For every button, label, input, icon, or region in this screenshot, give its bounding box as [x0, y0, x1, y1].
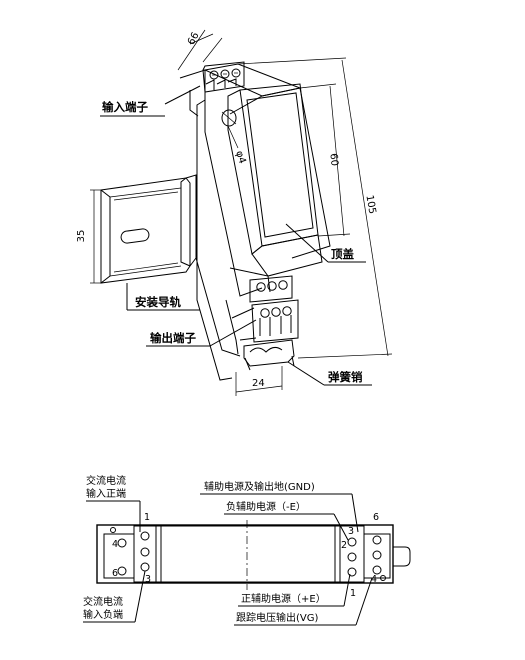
dim-60: 60 — [299, 83, 351, 237]
label-mounting-rail: 安装导轨 — [135, 295, 181, 309]
dim-105-label: 105 — [363, 194, 377, 215]
dim-66: 66 — [177, 29, 223, 71]
pin-1-left: 1 — [144, 512, 150, 523]
front-view: 1 3 4 6 3 2 6 4 1 交流电流 输入正端 交流电流 输入负端 辅助… — [83, 474, 411, 626]
pin-4-right: 4 — [371, 574, 377, 585]
module-body: φ4 — [179, 63, 331, 381]
dim-24: 24 — [235, 366, 283, 396]
label-track-out: 跟踪电压输出(VG) — [236, 611, 318, 624]
label-input-terminal: 输入端子 — [102, 100, 148, 114]
label-neg-aux: 负辅助电源（-E） — [226, 500, 306, 513]
label-ac-input-neg-2: 输入负端 — [83, 608, 123, 621]
pin-4-left: 4 — [112, 539, 118, 550]
spring-pin — [243, 339, 295, 371]
label-ac-input-neg-1: 交流电流 — [83, 595, 123, 608]
dim-35: 35 — [76, 189, 101, 284]
pin-3-right: 3 — [348, 526, 354, 537]
iso-leaders: 输入端子 安装导轨 输出端子 顶盖 弹簧销 — [100, 85, 372, 386]
pin-2-right: 2 — [341, 540, 347, 551]
pin-1-right: 1 — [350, 588, 356, 599]
isometric-view: 35 φ4 — [76, 29, 393, 396]
dim-60-label: 60 — [327, 153, 339, 167]
din-rail — [100, 174, 197, 284]
label-ac-input-pos-2: 输入正端 — [86, 487, 126, 500]
label-ac-input-pos-1: 交流电流 — [86, 474, 126, 487]
front-outline — [96, 524, 394, 584]
input-terminal-block — [202, 61, 245, 93]
output-terminal-block — [231, 275, 299, 343]
pin-6-left: 6 — [112, 568, 118, 579]
phi4-label: φ4 — [233, 150, 247, 166]
label-output-terminal: 输出端子 — [150, 331, 196, 345]
hole-circle — [221, 109, 237, 127]
pin-3-left: 3 — [145, 574, 151, 585]
pin-6-right: 6 — [373, 512, 379, 523]
dim-105: 105 — [237, 57, 393, 359]
label-pos-aux: 正辅助电源（+E） — [241, 592, 326, 605]
label-spring-pin: 弹簧销 — [328, 370, 363, 384]
label-aux-gnd: 辅助电源及输出地(GND) — [204, 480, 315, 493]
label-top-cover: 顶盖 — [331, 247, 354, 261]
dim-35-label: 35 — [76, 230, 87, 243]
dim-24-label: 24 — [252, 378, 265, 389]
dim-66-label: 66 — [186, 31, 202, 47]
